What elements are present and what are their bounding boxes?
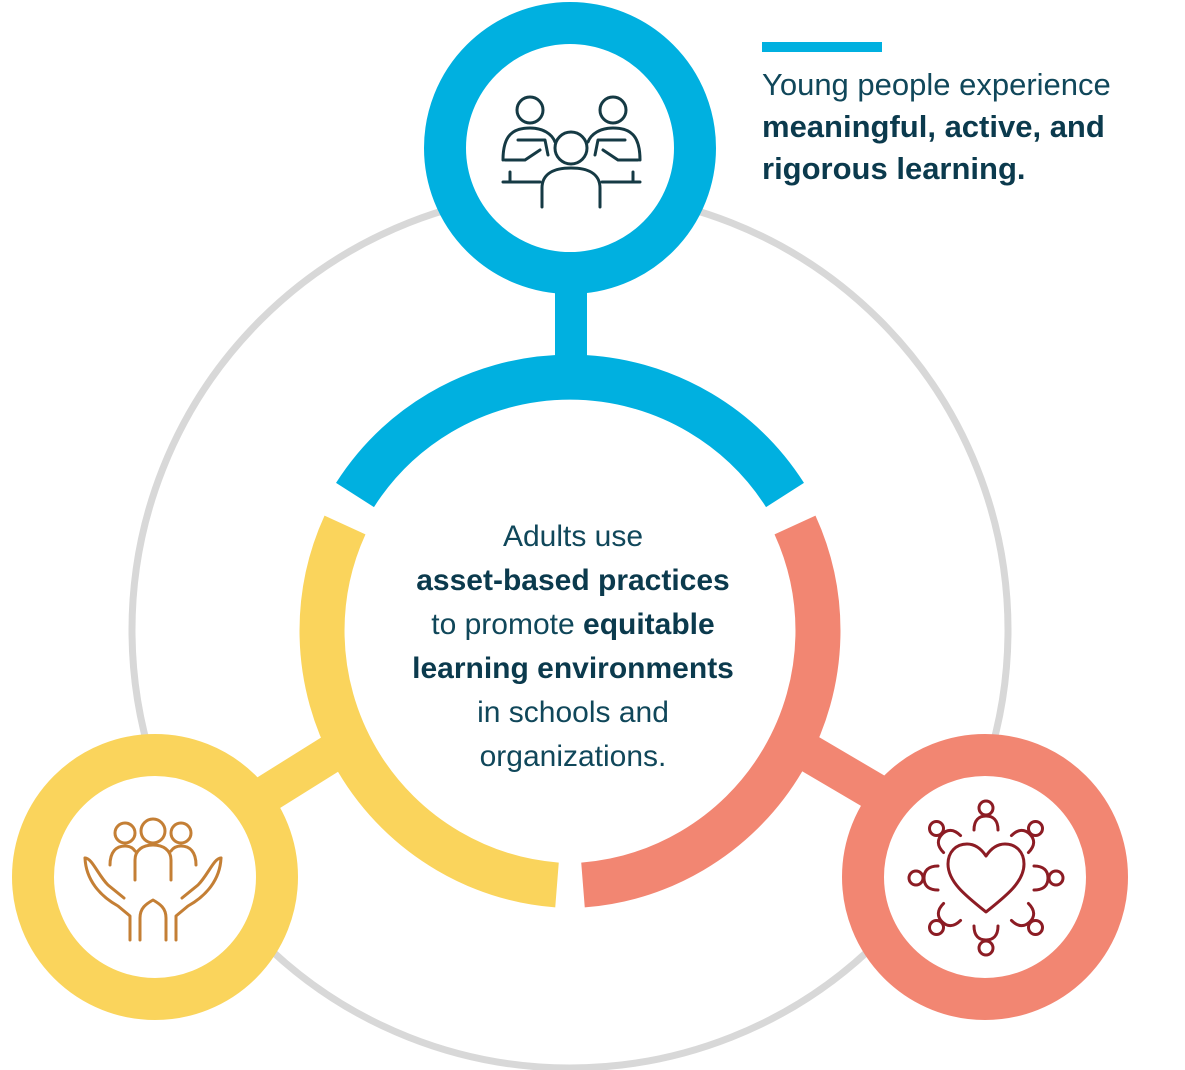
top-caption-lead: Young people experience — [762, 67, 1111, 102]
center-line-4: in schools and — [477, 696, 669, 729]
yellow-arc-segment — [299, 515, 559, 908]
blue-arc-segment — [336, 354, 804, 508]
salmon-arc-segment — [581, 515, 841, 908]
hands-holding-people-icon — [83, 817, 223, 942]
center-bold-2: equitable — [583, 608, 715, 641]
caption-accent-bar — [762, 42, 882, 52]
top-node — [424, 2, 716, 294]
center-pre-2: to promote — [431, 608, 584, 641]
people-around-heart-icon — [907, 799, 1065, 957]
center-line-5: organizations. — [479, 740, 667, 773]
top-caption-bold-1: meaningful, active, and — [762, 109, 1105, 144]
people-meeting-at-table-icon — [501, 95, 642, 209]
center-bold-1: asset-based practices — [416, 564, 730, 597]
right-node — [842, 734, 1128, 1020]
left-node — [12, 734, 298, 1020]
top-node-caption: Young people experience meaningful, acti… — [762, 64, 1182, 190]
center-bold-3: learning environments — [412, 652, 734, 685]
top-caption-bold-2: rigorous learning. — [762, 151, 1026, 186]
center-line-1: Adults use — [502, 520, 644, 553]
center-statement: Adults use asset-based practices to prom… — [378, 515, 768, 779]
